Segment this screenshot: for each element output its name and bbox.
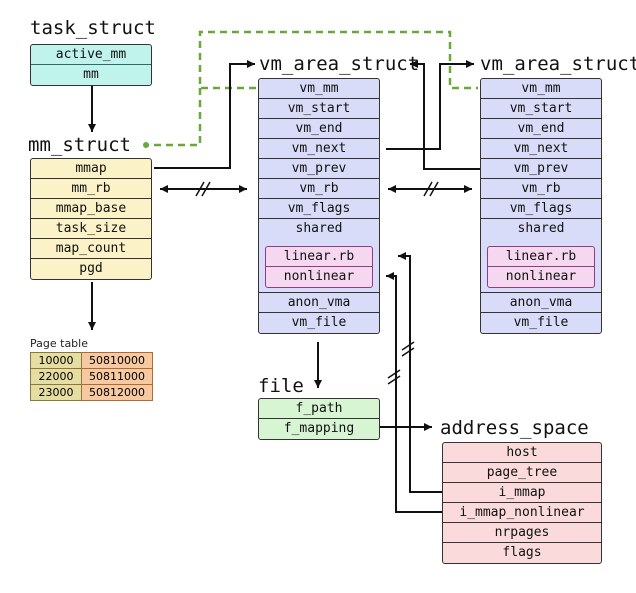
vma-right-title: vm_area_struct — [480, 53, 636, 75]
page-table-physical: 50812000 — [81, 384, 153, 401]
vma-left-shared-field: linear.rb — [266, 247, 372, 267]
break-mark — [429, 181, 439, 197]
break-mark — [201, 181, 211, 197]
break-mark — [195, 181, 205, 197]
dashed-link-endpoint — [143, 142, 149, 148]
task-struct-title: task_struct — [30, 17, 156, 39]
vma-right-box: vm_mm vm_start vm_end vm_next vm_prev vm… — [480, 78, 602, 334]
vma-right-field: vm_file — [513, 315, 569, 330]
vma-left-field: vm_file — [291, 315, 347, 330]
page-table: 10000 50810000 22000 50811000 23000 5081… — [30, 352, 153, 401]
vma-left-shared-field: nonlinear — [283, 269, 355, 284]
vma-right-field: vm_mm — [481, 79, 601, 99]
arrow-i-mmap-to-linear-rb — [398, 252, 442, 493]
vma-right-field: vm_prev — [481, 159, 601, 179]
address-space-field: page_tree — [443, 463, 601, 483]
address-space-field: host — [443, 443, 601, 463]
vma-right-shared-field: nonlinear — [505, 269, 577, 284]
vma-left-box: vm_mm vm_start vm_end vm_next vm_prev vm… — [258, 78, 380, 334]
page-table-virtual: 10000 — [30, 352, 82, 369]
page-table-row: 23000 50812000 — [30, 384, 153, 401]
page-table-physical: 50810000 — [81, 352, 153, 369]
mm-struct-field: mmap — [31, 159, 151, 179]
vma-left-field: vm_start — [259, 99, 379, 119]
page-table-title: Page table — [30, 337, 88, 350]
break-mark — [387, 369, 401, 379]
vma-right-shared-area — [481, 239, 601, 293]
vma-left-field: vm_flags — [259, 199, 379, 219]
page-table-physical: 50811000 — [81, 368, 153, 385]
mm-struct-field: mm_rb — [31, 179, 151, 199]
file-field: f_mapping — [283, 421, 355, 436]
vma-left-field: shared — [295, 221, 343, 236]
vma-left-title: vm_area_struct — [259, 53, 420, 75]
mm-struct-field: map_count — [31, 239, 151, 259]
arrow-i-mmap-nonlinear-to-nonlinear — [386, 272, 442, 513]
address-space-field: nrpages — [443, 523, 601, 543]
vma-left-field: vm_prev — [259, 159, 379, 179]
dashed-vm-mm-link — [148, 30, 478, 147]
vma-right-field: vm_rb — [481, 179, 601, 199]
vma-right-field: vm_flags — [481, 199, 601, 219]
arrow-vm-next — [386, 60, 474, 150]
page-table-row: 22000 50811000 — [30, 368, 153, 385]
mm-struct-box: mmap mm_rb mmap_base task_size map_count… — [30, 158, 152, 280]
file-title: file — [258, 375, 304, 397]
vma-right-field: vm_next — [481, 139, 601, 159]
vma-right-field: vm_end — [481, 119, 601, 139]
file-box: f_path f_mapping — [258, 398, 380, 440]
mm-struct-title: mm_struct — [28, 134, 131, 156]
break-mark — [401, 347, 415, 357]
vma-left-field: anon_vma — [259, 293, 379, 313]
page-table-row: 10000 50810000 — [30, 352, 153, 369]
break-mark — [387, 375, 401, 385]
page-table-virtual: 23000 — [30, 384, 82, 401]
task-struct-field: active_mm — [31, 45, 151, 65]
break-mark — [423, 181, 433, 197]
vma-left-field: vm_next — [259, 139, 379, 159]
task-struct-field: mm — [83, 67, 99, 82]
address-space-field: flags — [502, 545, 542, 560]
address-space-field: i_mmap — [443, 483, 601, 503]
vma-right-field: shared — [517, 221, 565, 236]
address-space-field: i_mmap_nonlinear — [443, 503, 601, 523]
address-space-title: address_space — [440, 417, 589, 439]
mm-struct-field: task_size — [31, 219, 151, 239]
break-mark — [401, 341, 415, 351]
mm-struct-field: mmap_base — [31, 199, 151, 219]
address-space-box: host page_tree i_mmap i_mmap_nonlinear n… — [442, 442, 602, 564]
task-struct-box: active_mm mm — [30, 44, 152, 86]
vma-left-field: vm_mm — [259, 79, 379, 99]
arrow-mmap-to-vma — [154, 60, 255, 169]
vma-left-shared-box: linear.rb nonlinear — [265, 246, 373, 288]
arrow-vm-prev — [410, 60, 480, 170]
vma-right-shared-box: linear.rb nonlinear — [487, 246, 595, 288]
vma-right-field: anon_vma — [481, 293, 601, 313]
mm-struct-field: pgd — [79, 261, 103, 276]
vma-right-shared-field: linear.rb — [488, 247, 594, 267]
page-table-virtual: 22000 — [30, 368, 82, 385]
vma-left-shared-area — [259, 239, 379, 293]
vma-left-field: vm_end — [259, 119, 379, 139]
vma-left-field: vm_rb — [259, 179, 379, 199]
vma-right-field: vm_start — [481, 99, 601, 119]
file-field: f_path — [259, 399, 379, 419]
